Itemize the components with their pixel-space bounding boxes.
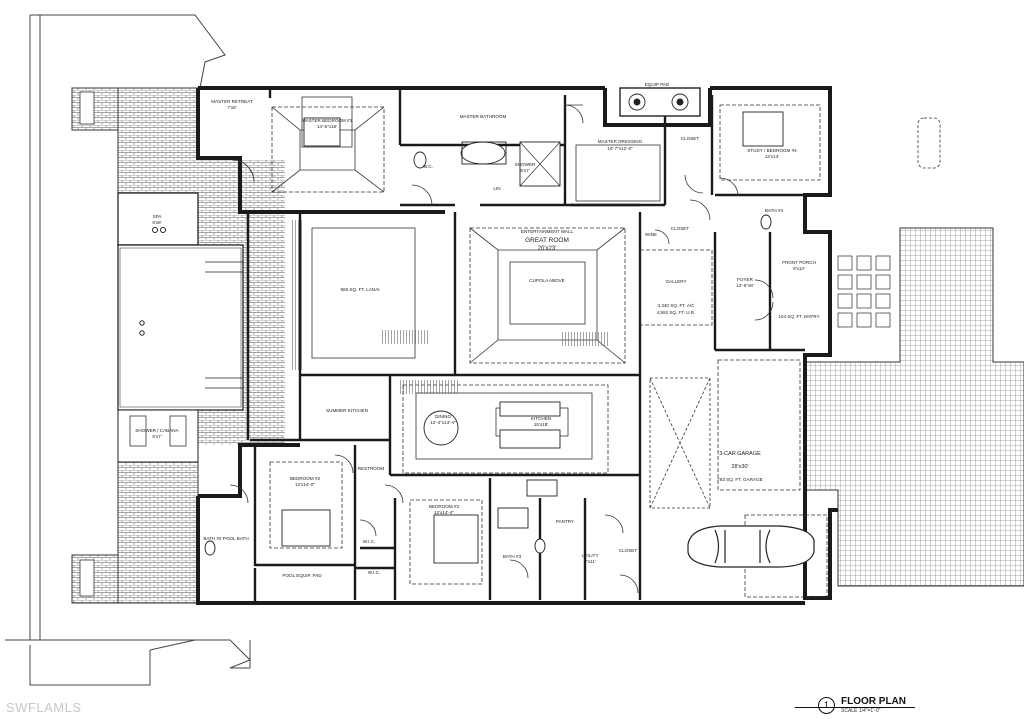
foyer-dims: 12'-6"x8' [736, 283, 754, 288]
bath-2-label: BATH #2 POOL BATH [203, 536, 248, 541]
plan-title: FLOOR PLAN [841, 696, 906, 707]
railings [290, 220, 610, 394]
gallery-area-ub: 4,553 SQ. FT. U.R. [657, 310, 696, 315]
title-rule [795, 707, 915, 708]
bedroom-4-dims: 12'x14' [765, 154, 779, 159]
spa-dims: 6'x8' [152, 220, 161, 225]
dining-dims: 12'-4"x13'-4" [430, 420, 456, 425]
linen-label: LIN [493, 186, 500, 191]
lanai-label: 586 SQ. FT. LANAI [340, 287, 379, 292]
bath-4-label: BATH #4 [765, 208, 784, 213]
wic-2-label: W.I.C. [363, 539, 376, 544]
bath-3-label: BATH #3 [503, 554, 522, 559]
plan-number-badge: 1 [818, 697, 835, 714]
front-porch-area: 104 SQ. FT. ENTRY [778, 314, 819, 319]
driveway [804, 117, 1024, 587]
spa-label: SPA [153, 214, 163, 219]
bedroom-4-label: STUDY / BEDROOM #4 [747, 148, 797, 153]
bedroom-2-dims: 12'x14'-0" [295, 482, 315, 487]
great-room-note: ENTERTAINMENT WALL [521, 229, 574, 234]
gallery-area-ac: 3,340 SQ. FT. A/C [657, 303, 695, 308]
closet-gr-label: CLOSET [671, 226, 690, 231]
closet-4-label: CLOSET [681, 136, 700, 141]
kitchen-dims: 15'x18' [534, 422, 548, 427]
bedroom-2-label: BEDROOM #2 [290, 476, 321, 481]
equip-pad-label: EQUIP PAD [645, 82, 670, 87]
utility-label: UTILITY [581, 553, 598, 558]
room-labels: MASTER RETREAT 7'x8' MASTER BEDROOM #1 1… [135, 82, 819, 578]
pool-equip-label: POOL EQUIP. PAD [282, 573, 322, 578]
master-dressing-dims: 10'-7"x12'-0" [607, 146, 633, 151]
foyer-label: FOYER [737, 277, 754, 282]
plan-scale: SCALE 1/4"=1'-0" [841, 708, 881, 714]
shower-cabana-label: SHOWER / CABANA [135, 428, 179, 433]
bedroom-3-label: BEDROOM #3 [429, 504, 460, 509]
closet-garage-label: CLOSET [619, 548, 638, 553]
mls-watermark: SWFLAMLS [6, 700, 82, 715]
utility-dims: 7'x11' [584, 559, 595, 564]
great-room-dims: 20'x23' [538, 246, 557, 252]
front-porch-label: FRONT PORCH [782, 260, 816, 265]
summer-kitchen-label: SUMMER KITCHEN [326, 408, 368, 413]
master-retreat-dims: 7'x8' [227, 105, 236, 110]
door-swings [229, 104, 774, 594]
master-bedroom-dims: 14'-5"x18' [317, 124, 337, 129]
gallery-label: GALLERY [665, 279, 686, 284]
restroom-label: RESTROOM [358, 466, 385, 471]
car-icon [687, 525, 815, 568]
wine-label: WINE [645, 232, 657, 237]
garage-dims: 28'x30' [731, 464, 748, 470]
master-bath-label: MASTER BATHROOM [460, 114, 507, 119]
pantry-label: PANTRY [556, 519, 574, 524]
wic-3-label: W.I.C. [368, 570, 381, 575]
great-room-ceiling: CUPOLA ABOVE [529, 278, 565, 283]
pool [117, 192, 244, 463]
exterior-walls [196, 86, 838, 605]
kitchen-label: KITCHEN [531, 416, 551, 421]
shower-master-dims: 6'x7' [520, 168, 529, 173]
bedroom-3-dims: 12'x14'-4" [434, 510, 454, 515]
shower-master-label: SHOWER [515, 162, 536, 167]
front-porch-dims: 8'x14' [793, 266, 805, 271]
ceiling-details [269, 96, 828, 598]
dining-label: DINING [435, 414, 452, 419]
garage-area: 783 SQ. FT. GARAGE [717, 477, 762, 482]
master-bedroom-label: MASTER BEDROOM #1 [302, 118, 353, 123]
property-lines [5, 14, 251, 686]
master-retreat-label: MASTER RETREAT [211, 99, 253, 104]
master-dressing-label: MASTER DRESSING [598, 139, 643, 144]
wc-master-label: W.C. [423, 164, 433, 169]
great-room-label: GREAT ROOM [525, 237, 569, 244]
garage-label: 3-CAR GARAGE [719, 451, 761, 457]
shower-cabana-dims: 6'x7' [152, 434, 161, 439]
furniture [204, 87, 784, 564]
